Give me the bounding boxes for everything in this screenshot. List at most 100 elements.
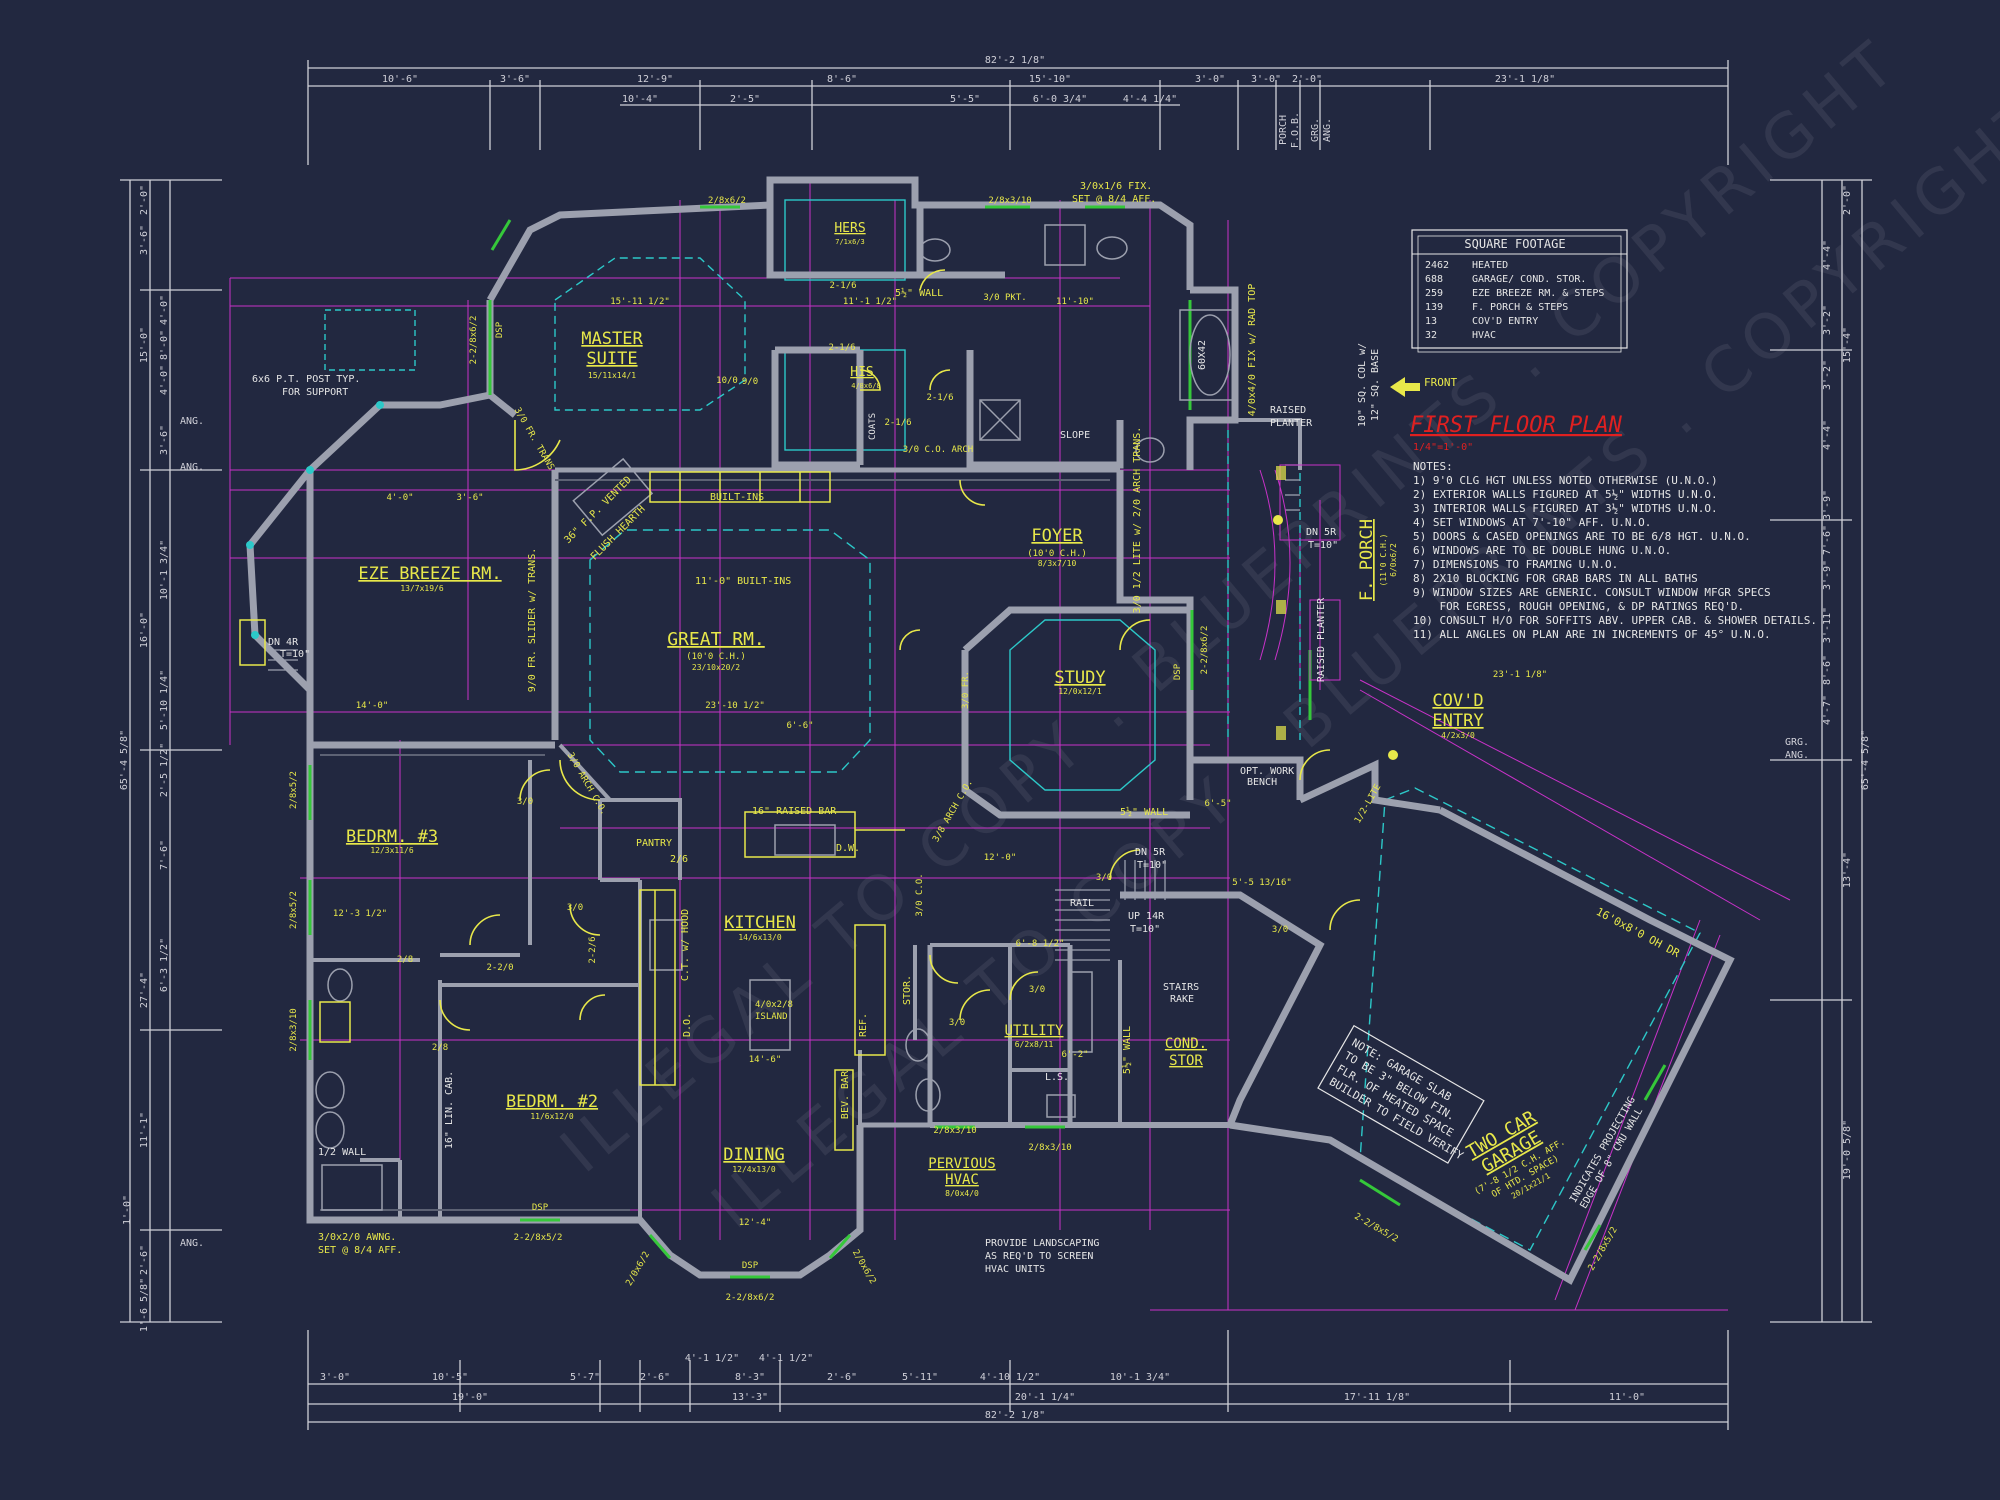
dn5r: DN 5R xyxy=(1135,847,1166,858)
sqft-area-2: 688 xyxy=(1425,274,1443,285)
dim-top-grg: GRG. xyxy=(1310,118,1321,142)
porch-label: F. PORCH (11'0 C.H.) 6/0x6/2 xyxy=(1357,519,1398,601)
wall-55a: 5½" WALL xyxy=(895,287,943,299)
room-pantry: PANTRY xyxy=(636,838,672,849)
door-label-5: 3/0 FR. TRANS xyxy=(512,406,556,472)
landscaping-2: AS REQ'D TO SCREEN xyxy=(985,1251,1093,1262)
half-wall: 1/2 WALL xyxy=(318,1147,366,1158)
dim-top2-1: 10'-4" xyxy=(622,94,658,105)
dim-bot2-4: 17'-11 1/8" xyxy=(1344,1392,1410,1403)
room-pervious-hvac-1: PERVIOUS xyxy=(928,1156,995,1172)
built-ins-mid: 11'-0" BUILT-INS xyxy=(695,576,791,587)
dim-right-i4: 4'-4" xyxy=(1822,420,1833,450)
window-label-11: 2-2/8x6/2 xyxy=(726,1293,775,1303)
stor-label: STOR. xyxy=(902,975,913,1005)
svg-text:14'-6": 14'-6" xyxy=(749,1055,782,1065)
window-label-10: 2/0x6/2 xyxy=(624,1250,652,1288)
plan-title: FIRST FLOOR PLAN xyxy=(1410,413,1623,438)
dim-bot-8: 4'-10 1/2" xyxy=(980,1372,1040,1383)
note-3: 3) INTERIOR WALLS FIGURED AT 3½" WIDTHS … xyxy=(1413,502,1718,515)
room-bedrm3-size: 12/3x11/6 xyxy=(370,846,414,855)
planter-hatch xyxy=(1276,466,1286,740)
window-label-13: 2/8x3/10 xyxy=(933,1126,976,1136)
window-label-15: 2-2/8x5/2 xyxy=(1352,1212,1399,1245)
door-label-25: 10/0 xyxy=(716,376,738,386)
window-label-12: 2/0x6/2 xyxy=(850,1248,878,1286)
note-11: 11) ALL ANGLES ON PLAN ARE IN INCREMENTS… xyxy=(1413,628,1771,641)
dim-bot2-2: 13'-3" xyxy=(732,1392,768,1403)
stairs-rake-2: RAKE xyxy=(1170,994,1194,1005)
svg-text:6'-8 1/2": 6'-8 1/2" xyxy=(1016,939,1065,949)
dim-left-top: 2'-0" xyxy=(139,185,150,215)
room-eze-breeze-size: 13/7x19/6 xyxy=(400,584,444,593)
raised-planter-side: RAISED PLANTER xyxy=(1316,597,1327,682)
window-label-19: DSP xyxy=(742,1261,759,1271)
room-great-rm-sub: (10'0 C.H.) xyxy=(686,652,746,662)
door-label-24: 9/0 xyxy=(742,377,758,387)
room-hers-size: 7/1x6/3 xyxy=(835,238,865,246)
door-label-4: 2-1/6 xyxy=(884,418,911,428)
window-label-5: 2-2/8x6/2 xyxy=(1200,626,1210,675)
dn5r-tread: T=10" xyxy=(1137,860,1167,871)
svg-text:11'-1 1/2": 11'-1 1/2" xyxy=(843,297,897,307)
notes-heading: NOTES: xyxy=(1413,460,1453,473)
dim-left-i2: 8'-0" xyxy=(159,330,170,360)
room-his-size: 4/8x6/8 xyxy=(851,382,881,390)
room-labels: MASTER SUITE 15/11x14/1 HERS 7/1x6/3 HIS… xyxy=(346,221,1484,1198)
dim-left-i6: 5'-10 1/4" xyxy=(159,670,170,730)
dim-right-i8: 3'-11" xyxy=(1822,607,1833,643)
room-kitchen-size: 14/6x13/0 xyxy=(738,933,782,942)
door-label-19: 3/0 xyxy=(1029,985,1045,995)
door-label-15: 3/0 C.O. xyxy=(915,873,925,916)
door-label-7: 3/0 FR. xyxy=(961,671,971,709)
svg-text:6'-6": 6'-6" xyxy=(786,721,813,731)
door-label-22: 3/0 xyxy=(1272,925,1288,935)
dimension-text-vertical: 65'-4 5/8" 3'-6" 15'-0" 16'-0" 27'-4" 11… xyxy=(119,112,1871,1332)
square-footage-table: SQUARE FOOTAGE 2462 HEATED 688 GARAGE/ C… xyxy=(1411,229,1628,353)
linen-cab: 16" LIN. CAB. xyxy=(444,1071,455,1149)
door-label-6: 3/0 C.O. ARCH xyxy=(903,445,973,455)
room-pervious-hvac-2: HVAC xyxy=(945,1172,979,1188)
tub-size: 60X42 xyxy=(1197,340,1208,370)
svg-text:6'-5": 6'-5" xyxy=(1204,799,1231,809)
plan-scale: 1/4"=1'-0" xyxy=(1413,442,1473,453)
room-cond-stor-2: STOR xyxy=(1169,1053,1203,1069)
dim-top2-5: 4'-4 1/4" xyxy=(1123,94,1177,105)
room-foyer-sub: (10'0 C.H.) xyxy=(1027,549,1087,559)
magenta-reference-lines xyxy=(229,180,1791,1311)
garage-labels: TWO CAR GARAGE (7'-8 1/2 C.H. AFF. OF HT… xyxy=(1463,1107,1567,1201)
window-label-8: 2/8x3/10 xyxy=(289,1008,299,1051)
dim-right-3: 13'-4" xyxy=(1842,852,1853,888)
dim-left-i11: 2'-6" xyxy=(139,1245,150,1275)
dim-top-4: 8'-6" xyxy=(827,74,857,85)
dim-overall-bottom: 82'-2 1/8" xyxy=(985,1410,1045,1421)
sqft-label-3: EZE BREEZE RM. & STEPS xyxy=(1472,288,1604,299)
dn5r-porch: DN 5R xyxy=(1306,527,1337,538)
front-label: FRONT xyxy=(1424,376,1457,389)
room-f-porch-sub: (11'0 C.H.) xyxy=(1379,534,1388,587)
room-dining-size: 12/4x13/0 xyxy=(732,1165,776,1174)
coats: COATS xyxy=(868,413,878,440)
dim-left-i8: 7'-6" xyxy=(159,840,170,870)
window-label-7: 2/8x5/2 xyxy=(289,891,299,929)
sqft-area-4: 139 xyxy=(1425,302,1443,313)
window-label-6: 2/8x5/2 xyxy=(289,771,299,809)
room-covd-entry-size: 4/2x3/0 xyxy=(1441,731,1475,740)
dn4r: DN 4R xyxy=(268,637,299,648)
dim-left-i1: 4'-0" xyxy=(159,295,170,325)
room-bedrm2-size: 11/6x12/0 xyxy=(530,1112,574,1121)
dim-bot2-3: 20'-1 1/4" xyxy=(1015,1392,1075,1403)
room-study-size: 12/0x12/1 xyxy=(1058,687,1102,696)
cabinets xyxy=(239,471,905,1151)
dim-left-3: 16'-0" xyxy=(139,612,150,648)
dim-left-overall: 65'-4 5/8" xyxy=(119,730,130,790)
room-foyer-size: 8/3x7/10 xyxy=(1038,559,1077,568)
title-block: FIRST FLOOR PLAN 1/4"=1'-0" FRONT xyxy=(1390,376,1623,453)
dim-bot2-5: 11'-0" xyxy=(1609,1392,1645,1403)
dim-left-ang1: ANG. xyxy=(180,416,204,427)
opt-work-bench-1: OPT. WORK xyxy=(1240,766,1294,777)
svg-text:15'-11 1/2": 15'-11 1/2" xyxy=(610,297,670,307)
stairs-rake-1: STAIRS xyxy=(1163,982,1199,993)
dim-right-i5: 3'-9" xyxy=(1822,490,1833,520)
